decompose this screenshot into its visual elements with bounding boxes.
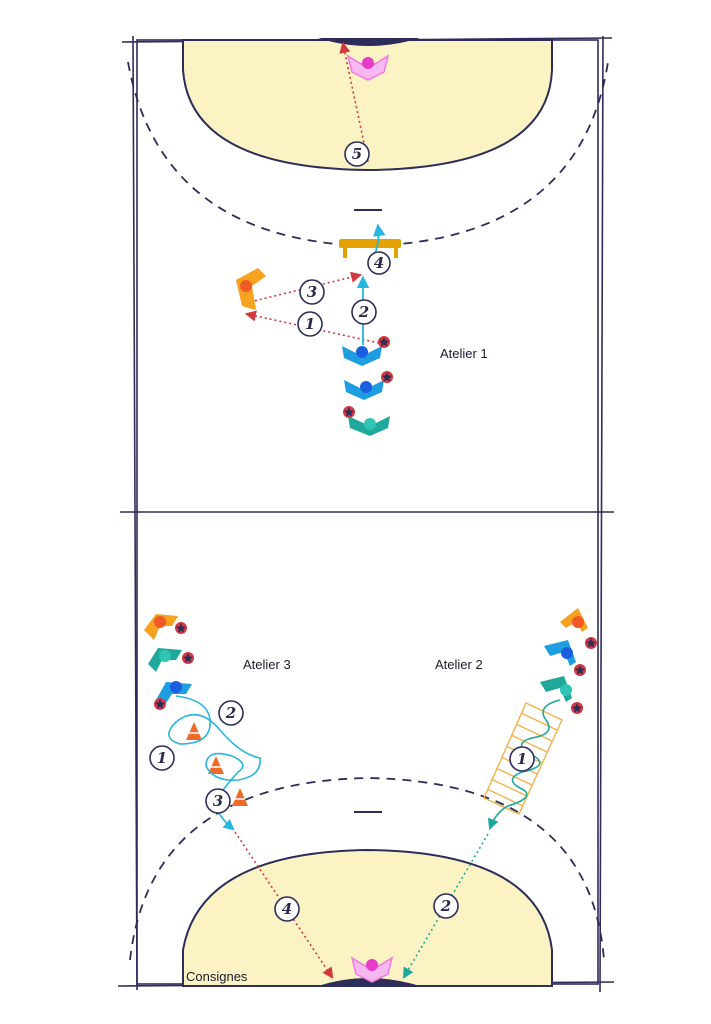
- arrow-icon: [234, 831, 334, 979]
- player-icon: [154, 681, 192, 710]
- svg-text:1: 1: [305, 315, 315, 333]
- free-throw-line-bottom: [129, 777, 605, 961]
- svg-text:3: 3: [213, 792, 223, 810]
- bench-icon: [339, 239, 401, 258]
- step-badge: 1: [509, 746, 535, 772]
- atelier-3: Atelier 3: [144, 614, 334, 979]
- svg-text:2: 2: [225, 704, 236, 722]
- step-badge: 2: [351, 299, 377, 325]
- court-outline: [117, 35, 615, 993]
- svg-text:1: 1: [517, 750, 527, 768]
- arrow-icon: [168, 695, 261, 831]
- svg-text:2: 2: [440, 897, 451, 915]
- goal-bottom: [318, 978, 420, 986]
- goal-area-bottom: [129, 777, 605, 987]
- step-badge: 1: [297, 311, 323, 337]
- arrow-icon: [487, 699, 561, 831]
- svg-text:3: 3: [307, 283, 317, 301]
- svg-text:2: 2: [358, 303, 369, 321]
- goalkeeper-icon: [346, 54, 390, 81]
- atelier-2: Atelier 2: [402, 608, 597, 979]
- atelier-2-label: Atelier 2: [435, 657, 483, 672]
- player-icon: [540, 676, 583, 714]
- player-icon: [342, 336, 390, 366]
- step-badge: 1: [149, 745, 175, 771]
- player-icon: [343, 406, 390, 436]
- player-icon: [344, 371, 393, 400]
- step-badge: 5: [344, 141, 370, 167]
- player-icon: [544, 640, 586, 676]
- step-badge: 3: [299, 279, 325, 305]
- step-badge: 3: [205, 788, 231, 814]
- atelier-3-label: Atelier 3: [243, 657, 291, 672]
- svg-text:5: 5: [352, 145, 362, 163]
- atelier-1-label: Atelier 1: [440, 346, 488, 361]
- free-throw-line-top: [127, 61, 609, 247]
- cone-icon: [186, 722, 202, 740]
- step-badge: 4: [367, 251, 391, 275]
- step-badge: 2: [433, 893, 459, 919]
- consignes-label: Consignes: [186, 969, 248, 984]
- cone-icon: [208, 756, 224, 774]
- arrow-icon: [339, 41, 369, 163]
- goalkeeper-icon: [350, 956, 394, 983]
- step-badge: 4: [274, 896, 300, 922]
- svg-text:4: 4: [374, 254, 384, 272]
- step-badge: 2: [218, 700, 244, 726]
- cone-icon: [232, 788, 248, 806]
- svg-text:1: 1: [157, 749, 167, 767]
- player-icon: [148, 648, 194, 672]
- svg-text:4: 4: [282, 900, 292, 918]
- atelier-1: 5 4 3 2 1 Atelier 1: [236, 41, 488, 436]
- player-icon: [236, 268, 266, 310]
- player-icon: [560, 608, 597, 649]
- goal-area-top: [127, 38, 609, 247]
- player-icon: [144, 614, 187, 640]
